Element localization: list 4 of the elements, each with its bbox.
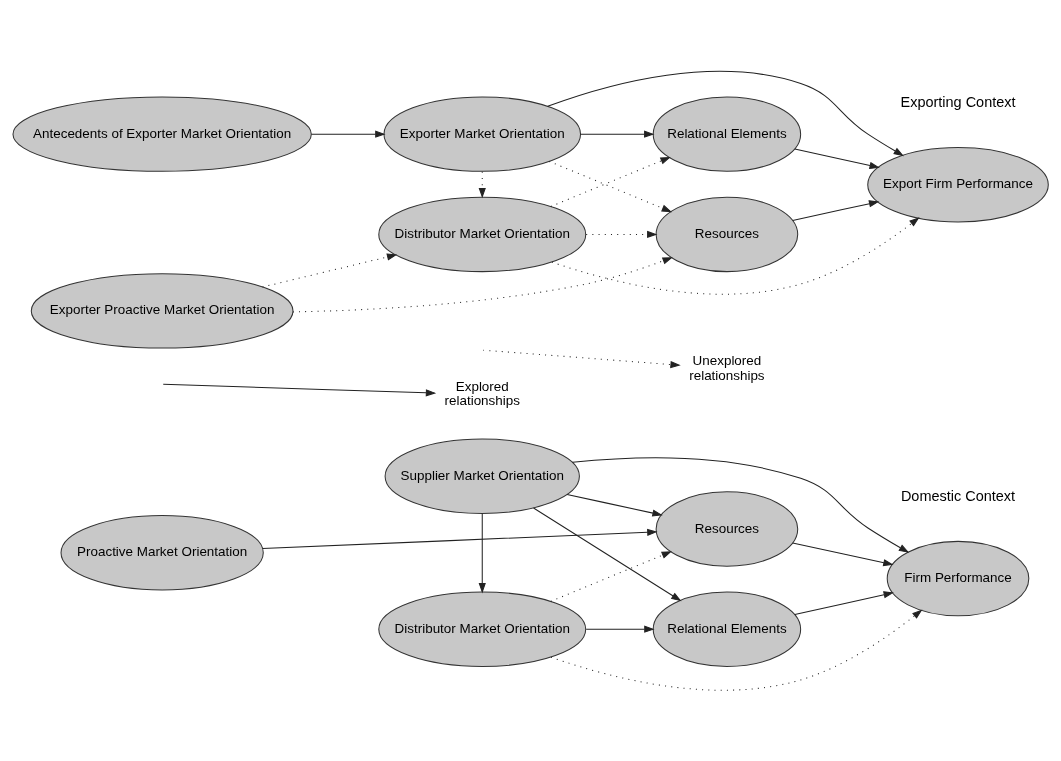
legend-label: Explored relationships [444,378,520,408]
label: Domestic Context [900,487,1016,504]
label: Exporting Context [900,93,1016,110]
legend-label: Unexplored relationships [689,352,765,383]
